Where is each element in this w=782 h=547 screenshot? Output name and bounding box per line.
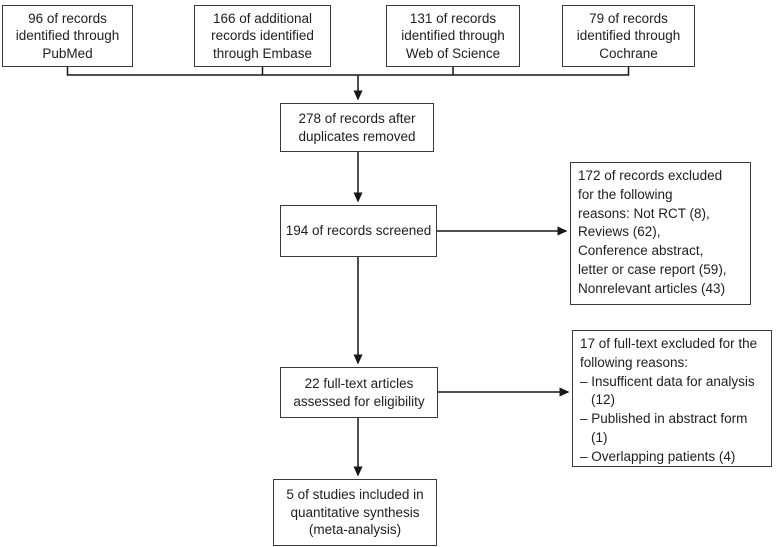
records-excluded-line: reasons: Not RCT (8), (578, 205, 710, 221)
box-identified-embase-text: 166 of additional records identified thr… (211, 10, 314, 61)
box-records-screened: 194 of records screened (280, 205, 437, 257)
box-identified-web-of-science-text: 131 of records identified through Web of… (401, 10, 505, 61)
box-records-excluded: 172 of records excluded for the followin… (570, 162, 751, 305)
sources-merge-bracket (66, 67, 630, 76)
box-included-meta-analysis: 5 of studies included in quantitative sy… (273, 479, 437, 546)
box-identified-cochrane-text: 79 of records identified through Cochran… (576, 10, 681, 61)
records-excluded-line: Conference abstract, (578, 243, 704, 258)
records-excluded-line: for the following (578, 186, 673, 202)
box-after-duplicates-removed-text: 278 of records after duplicates removed (298, 110, 416, 144)
box-after-duplicates-removed: 278 of records after duplicates removed (280, 103, 434, 152)
records-excluded-line: Reviews (62), (578, 224, 661, 240)
box-identified-pubmed: 96 of records identified through PubMed (2, 5, 133, 67)
box-included-meta-analysis-text: 5 of studies included in quantitative sy… (286, 487, 424, 538)
records-excluded-line: letter or case report (59), (578, 261, 727, 277)
box-identified-web-of-science: 131 of records identified through Web of… (386, 5, 520, 67)
box-identified-embase: 166 of additional records identified thr… (194, 5, 331, 67)
box-identified-pubmed-text: 96 of records identified through PubMed (15, 10, 120, 61)
box-fulltext-assessed-text: 22 full-text articles assessed for eligi… (293, 375, 425, 409)
fulltext-excluded-item: – Insufficent data for analysis (12) (580, 373, 755, 408)
box-fulltext-excluded: 17 of full-text excluded for the followi… (572, 330, 772, 467)
records-excluded-line: Nonrelevant articles (43) (578, 280, 726, 296)
box-identified-cochrane: 79 of records identified through Cochran… (562, 5, 695, 67)
fulltext-excluded-item: – Overlapping patients (4) (580, 448, 736, 464)
fulltext-excluded-item: – Published in abstract form (1) (580, 411, 748, 445)
fulltext-excluded-intro: 17 of full-text excluded for the followi… (580, 336, 758, 370)
box-records-screened-text: 194 of records screened (285, 223, 432, 239)
records-excluded-line: 172 of records excluded (578, 168, 723, 183)
box-fulltext-assessed: 22 full-text articles assessed for eligi… (280, 367, 438, 418)
